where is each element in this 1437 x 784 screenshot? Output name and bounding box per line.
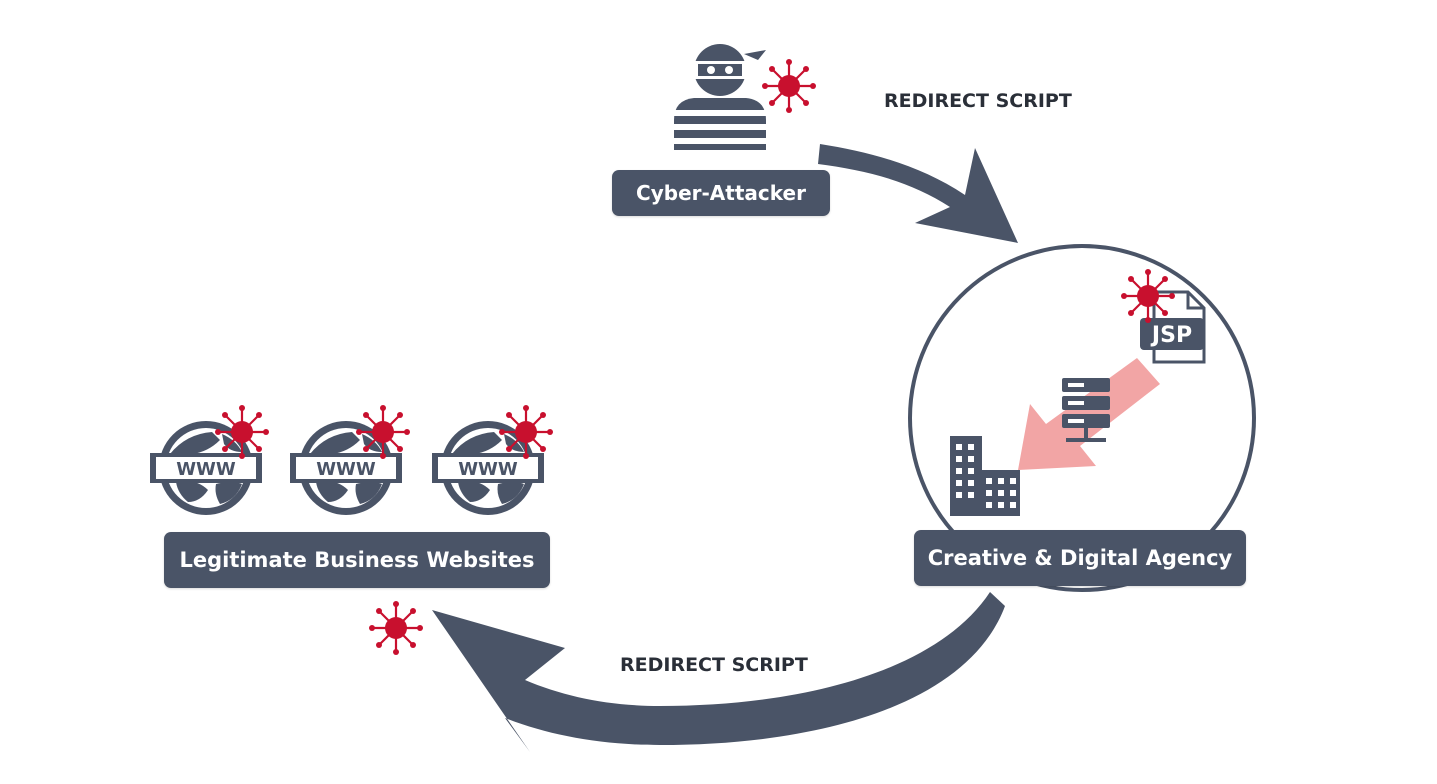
agency-circle <box>908 244 1256 592</box>
edge-label-attacker-to-agency: REDIRECT SCRIPT <box>884 90 1072 112</box>
virus-icon <box>760 57 818 115</box>
hacker-icon <box>674 44 766 150</box>
globe-tag: WWW <box>176 459 236 480</box>
agency-label: Creative & Digital Agency <box>914 530 1246 586</box>
globe-tag: WWW <box>458 459 518 480</box>
flow-arrow-agency-to-websites <box>432 592 1005 752</box>
globe-tag: WWW <box>316 459 376 480</box>
virus-icon <box>213 403 271 461</box>
virus-icon <box>497 403 555 461</box>
server-icon <box>1062 378 1110 442</box>
websites-label: Legitimate Business Websites <box>164 532 550 588</box>
virus-icon <box>367 599 425 657</box>
edge-label-agency-to-websites: REDIRECT SCRIPT <box>620 654 808 676</box>
building-icon <box>950 436 1020 516</box>
attacker-label: Cyber-Attacker <box>612 170 830 216</box>
jsp-tag: JSP <box>1150 323 1192 348</box>
virus-icon <box>354 403 412 461</box>
jsp-file-icon <box>1140 290 1206 364</box>
virus-icon <box>1119 267 1177 325</box>
flow-arrow-attacker-to-agency <box>818 144 1018 243</box>
